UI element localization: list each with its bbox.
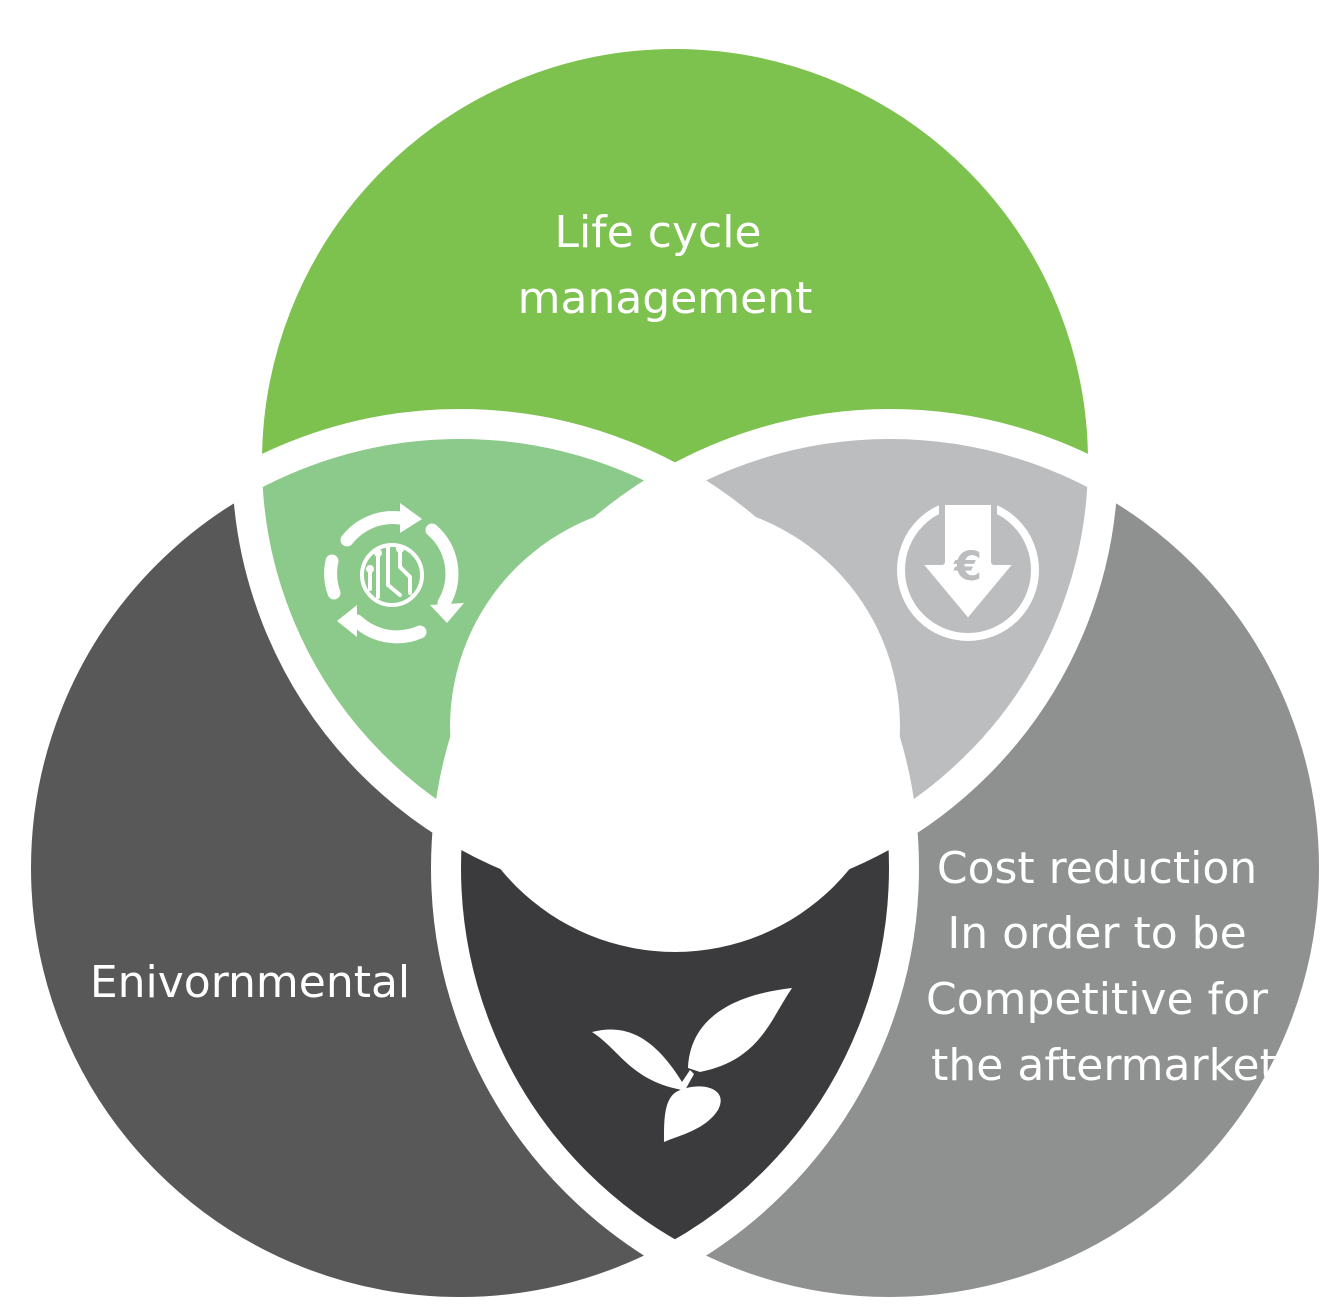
right-label-line-3: Competitive for <box>926 974 1269 1025</box>
top-label-line-1: Life cycle <box>554 207 761 258</box>
left-label: Enivornmental <box>90 957 410 1008</box>
top-label-line-2: management <box>518 273 813 324</box>
right-label-line-2: In order to be <box>947 908 1246 959</box>
center-circle <box>450 502 900 952</box>
top-label: Life cycle management <box>518 207 813 324</box>
recycle-circuit-icon <box>324 503 464 644</box>
right-label-line-4: the aftermarket <box>931 1040 1277 1091</box>
right-circle-outline <box>431 409 1333 1313</box>
left-label-line-1: Enivornmental <box>90 957 410 1008</box>
euro-down-arrow-icon: € <box>897 499 1039 641</box>
right-label-line-1: Cost reduction <box>937 843 1257 894</box>
svg-text:€: € <box>953 544 982 590</box>
left-circle-outline <box>1 409 919 1313</box>
leaves-icon <box>592 988 792 1142</box>
right-label: Cost reduction In order to be Competitiv… <box>926 843 1282 1091</box>
